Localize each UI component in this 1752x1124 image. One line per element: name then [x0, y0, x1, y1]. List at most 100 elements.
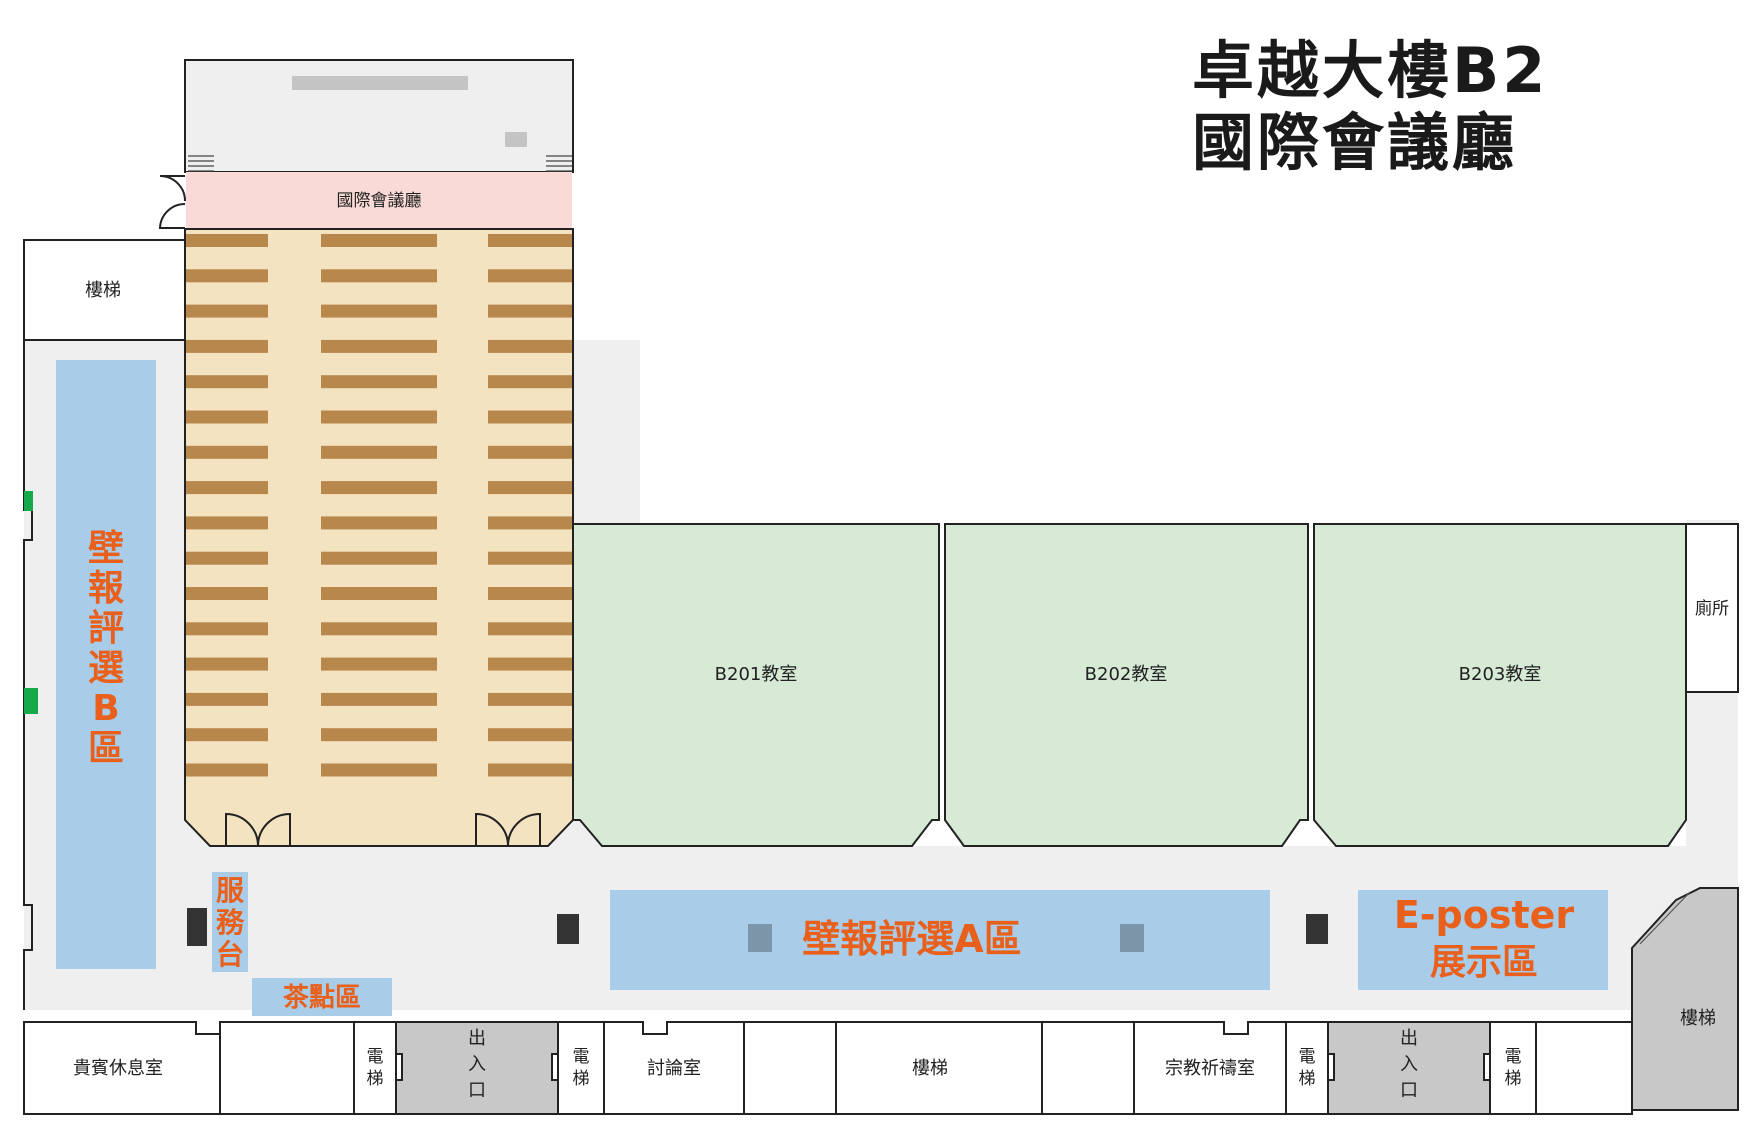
room-label-vip-lounge: 貴賓休息室 [73, 1058, 163, 1079]
classroom-b203 [1313, 523, 1687, 847]
exit-marker-2 [24, 688, 38, 714]
seat-row [186, 622, 268, 636]
seat-row [186, 375, 268, 389]
seat-row [488, 410, 572, 424]
map-title-line-2: 國際會議廳 [1192, 106, 1518, 179]
room-label-stairs-bottom: 樓梯 [912, 1058, 948, 1079]
poster-zone-a [610, 890, 1270, 990]
exit-marker-1 [24, 491, 33, 511]
seat-row [488, 339, 572, 353]
elevator-1 [353, 1021, 397, 1115]
seat-row [186, 481, 268, 495]
room-label-prayer-room: 宗教祈禱室 [1165, 1058, 1255, 1079]
zone-label-poster-a: 壁報評選A區 [802, 917, 1021, 961]
restroom [1685, 523, 1739, 693]
auditorium-door-right [475, 812, 541, 847]
entrance-1 [395, 1021, 559, 1115]
service-desk [212, 872, 248, 972]
seat-row [321, 657, 437, 671]
bottom-room-blank-2 [743, 1021, 837, 1115]
seat-row [488, 692, 572, 706]
seat-row [488, 304, 572, 318]
seat-row [186, 410, 268, 424]
seat-row [186, 657, 268, 671]
seat-row [321, 728, 437, 742]
seat-row [186, 551, 268, 565]
classroom-b202 [944, 523, 1309, 847]
seat-row [321, 587, 437, 600]
seat-row [186, 587, 268, 600]
room-label-entrance-2: 出入口 [1400, 1028, 1418, 1101]
zone-label-eposter-line-2: 展示區 [1430, 942, 1538, 983]
room-label-restroom: 廁所 [1695, 598, 1729, 619]
room-label-stairs-right: 樓梯 [1680, 1008, 1716, 1029]
seat-row [321, 516, 437, 530]
seat-row [488, 234, 572, 247]
seat-row [488, 481, 572, 495]
room-label-b202: B202教室 [1085, 664, 1168, 685]
seat-row [321, 763, 437, 777]
seat-row [488, 728, 572, 742]
prayer-room [1133, 1021, 1287, 1115]
stairs-top-left [23, 239, 186, 341]
stage-front-band [186, 172, 572, 229]
pillar-marker-2 [1120, 924, 1144, 952]
seat-row [186, 339, 268, 353]
auditorium-door-left [225, 812, 291, 847]
seat-row [186, 445, 268, 459]
elevator-4 [1489, 1021, 1537, 1115]
zone-label-service-desk: 服務台 [216, 874, 245, 971]
zone-label-tea-area: 茶點區 [283, 983, 361, 1013]
room-label-elevator-4: 電梯 [1505, 1047, 1522, 1089]
tea-area [252, 978, 392, 1016]
seat-row [186, 304, 268, 318]
room-label-auditorium: 國際會議廳 [337, 191, 422, 211]
seat-row [321, 622, 437, 636]
seat-row [321, 375, 437, 389]
classroom-b201 [572, 523, 940, 847]
stage-screen [292, 76, 468, 90]
column-1 [187, 908, 207, 946]
seat-row [186, 728, 268, 742]
discussion-room [603, 1021, 745, 1115]
stage-steps-left [188, 155, 214, 172]
seat-row [186, 269, 268, 283]
map-title-line-1: 卓越大樓B2 [1192, 34, 1549, 107]
room-label-b201: B201教室 [715, 664, 798, 685]
poster-zone-b [56, 360, 156, 969]
elevator-3 [1285, 1021, 1329, 1115]
column-3 [1306, 914, 1328, 944]
seat-row [186, 763, 268, 777]
pillar-marker-1 [748, 924, 772, 952]
seat-row [488, 445, 572, 459]
seat-row [321, 551, 437, 565]
zone-label-eposter-line-1: E-poster [1394, 893, 1575, 937]
seat-row [321, 445, 437, 459]
eposter-zone [1358, 890, 1608, 990]
bottom-room-blank-4 [1535, 1021, 1633, 1115]
auditorium-seating-area [184, 228, 574, 847]
seat-row [488, 269, 572, 283]
seat-row [488, 516, 572, 530]
seat-row [321, 269, 437, 283]
room-label-elevator-3: 電梯 [1299, 1047, 1316, 1089]
room-label-stairs-top-left: 樓梯 [85, 280, 121, 301]
room-label-elevator-1: 電梯 [367, 1047, 384, 1089]
bottom-room-blank [219, 1021, 355, 1115]
seat-rows [186, 234, 572, 777]
stage-podium [505, 132, 527, 147]
seat-row [488, 657, 572, 671]
seat-row [321, 339, 437, 353]
seat-row [186, 234, 268, 247]
room-label-elevator-2: 電梯 [573, 1047, 590, 1089]
seat-row [488, 375, 572, 389]
bottom-room-blank-3 [1041, 1021, 1135, 1115]
seat-row [321, 234, 437, 247]
elevator-2 [557, 1021, 605, 1115]
seat-row [321, 410, 437, 424]
seat-row [186, 692, 268, 706]
stage-steps-right [546, 155, 572, 172]
